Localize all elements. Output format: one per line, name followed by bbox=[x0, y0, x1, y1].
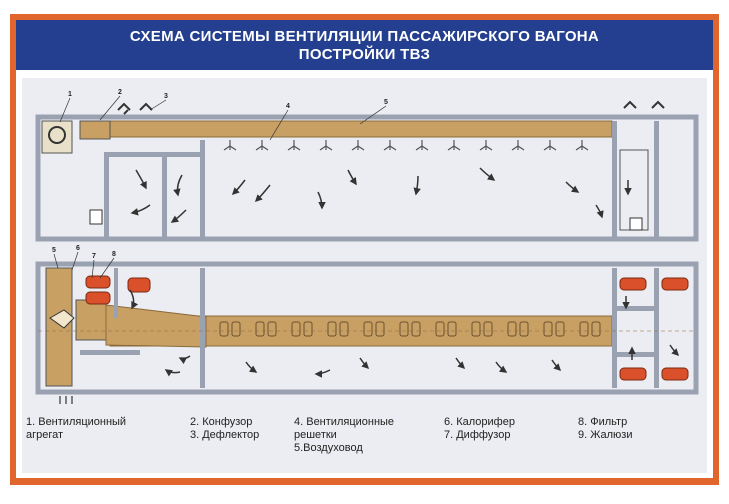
partition-2 bbox=[162, 152, 167, 237]
partition-lower-7 bbox=[80, 350, 140, 355]
partition-lower-4 bbox=[617, 306, 654, 311]
legend-col-5: 8. Фильтр 9. Жалюзи bbox=[578, 416, 632, 442]
heater-icon bbox=[619, 367, 647, 381]
callout-4: 4 bbox=[286, 103, 290, 110]
callout-b8: 8 bbox=[112, 251, 116, 258]
ventilation-unit bbox=[45, 267, 73, 387]
legend-item: 4. Вентиляционные bbox=[294, 416, 395, 428]
callouts-bottom: 5 6 7 8 bbox=[52, 245, 116, 279]
deflector-icon bbox=[139, 102, 153, 111]
partition-lower-2 bbox=[612, 268, 617, 388]
title-line-2: ПОСТРОЙКИ ТВЗ bbox=[298, 46, 431, 63]
upper-airflow-arrows bbox=[130, 167, 632, 223]
legend-item: агрегат bbox=[26, 429, 64, 441]
diffuser bbox=[75, 299, 107, 341]
frame-right bbox=[713, 14, 719, 484]
legend-col-2: 2. Конфузор 3. Дефлектор bbox=[190, 416, 259, 442]
upper-car-body bbox=[35, 114, 699, 242]
heater-icon bbox=[127, 277, 151, 293]
heater-icon bbox=[85, 291, 111, 305]
heaters bbox=[85, 275, 689, 381]
partition-lower-3 bbox=[654, 268, 659, 388]
frame-left bbox=[10, 14, 16, 484]
small-box-right bbox=[629, 217, 643, 231]
deflector-icon bbox=[623, 100, 665, 109]
confuser-lower bbox=[105, 304, 207, 348]
small-box bbox=[89, 209, 103, 225]
legend-item: 3. Дефлектор bbox=[190, 429, 260, 441]
heater-icon bbox=[85, 275, 111, 289]
callout-1: 1 bbox=[68, 91, 72, 98]
heater-icon bbox=[661, 367, 689, 381]
fan-unit bbox=[41, 120, 73, 154]
heater-icon bbox=[661, 277, 689, 291]
callout-5: 5 bbox=[384, 99, 388, 106]
frame-top bbox=[10, 14, 719, 20]
legend-item: 9. Жалюзи bbox=[578, 429, 633, 441]
bottom-bar bbox=[10, 478, 719, 485]
callout-b6: 6 bbox=[76, 245, 80, 252]
callout-b7: 7 bbox=[92, 253, 96, 260]
callout-2: 2 bbox=[118, 89, 122, 96]
title-line-1: СХЕМА СИСТЕМЫ ВЕНТИЛЯЦИИ ПАССАЖИРСКОГО В… bbox=[129, 28, 600, 45]
partition-1 bbox=[104, 152, 109, 237]
partition-lower-6 bbox=[114, 268, 118, 318]
lower-airflow-arrows bbox=[129, 289, 680, 378]
lower-section bbox=[35, 261, 699, 404]
legend-col-4: 6. Калорифер 7. Диффузор bbox=[444, 416, 515, 442]
ventilation-grilles bbox=[223, 140, 589, 151]
ceiling-shelf bbox=[104, 152, 204, 157]
partition-3 bbox=[200, 140, 205, 237]
callout-b5: 5 bbox=[52, 247, 56, 254]
callout-3: 3 bbox=[164, 93, 168, 100]
callouts-top: 1 2 3 4 5 bbox=[59, 89, 388, 141]
partition-4 bbox=[612, 121, 617, 237]
legend-col-3: 4. Вентиляционные решетки 5.Воздуховод bbox=[294, 416, 394, 455]
fan-icon bbox=[48, 126, 66, 144]
upper-section bbox=[35, 100, 699, 242]
deflector-icon bbox=[117, 102, 131, 115]
louvre-icon bbox=[59, 396, 73, 404]
duct-openings bbox=[219, 321, 601, 337]
fan-housing bbox=[49, 309, 75, 329]
poster-header: СХЕМА СИСТЕМЫ ВЕНТИЛЯЦИИ ПАССАЖИРСКОГО В… bbox=[16, 20, 713, 70]
legend-item: 7. Диффузор bbox=[444, 429, 511, 441]
legend-item: 8. Фильтр bbox=[578, 416, 628, 428]
partition-5 bbox=[654, 121, 659, 237]
diagram-panel bbox=[22, 78, 707, 473]
legend-item: 6. Калорифер bbox=[444, 416, 515, 428]
legend-item: решетки bbox=[294, 429, 337, 441]
legend: 1. Вентиляционный агрегат 2. Конфузор 3.… bbox=[22, 410, 707, 470]
partition-lower-5 bbox=[617, 352, 654, 357]
partition-lower-1 bbox=[200, 268, 205, 388]
confuser bbox=[79, 120, 111, 140]
legend-item: 1. Вентиляционный bbox=[26, 416, 127, 428]
legend-item: 2. Конфузор bbox=[190, 416, 253, 428]
legend-item: 5.Воздуховод bbox=[294, 442, 363, 454]
lower-car-body bbox=[35, 261, 699, 395]
heater-icon bbox=[619, 277, 647, 291]
legend-col-1: 1. Вентиляционный агрегат bbox=[26, 416, 126, 442]
